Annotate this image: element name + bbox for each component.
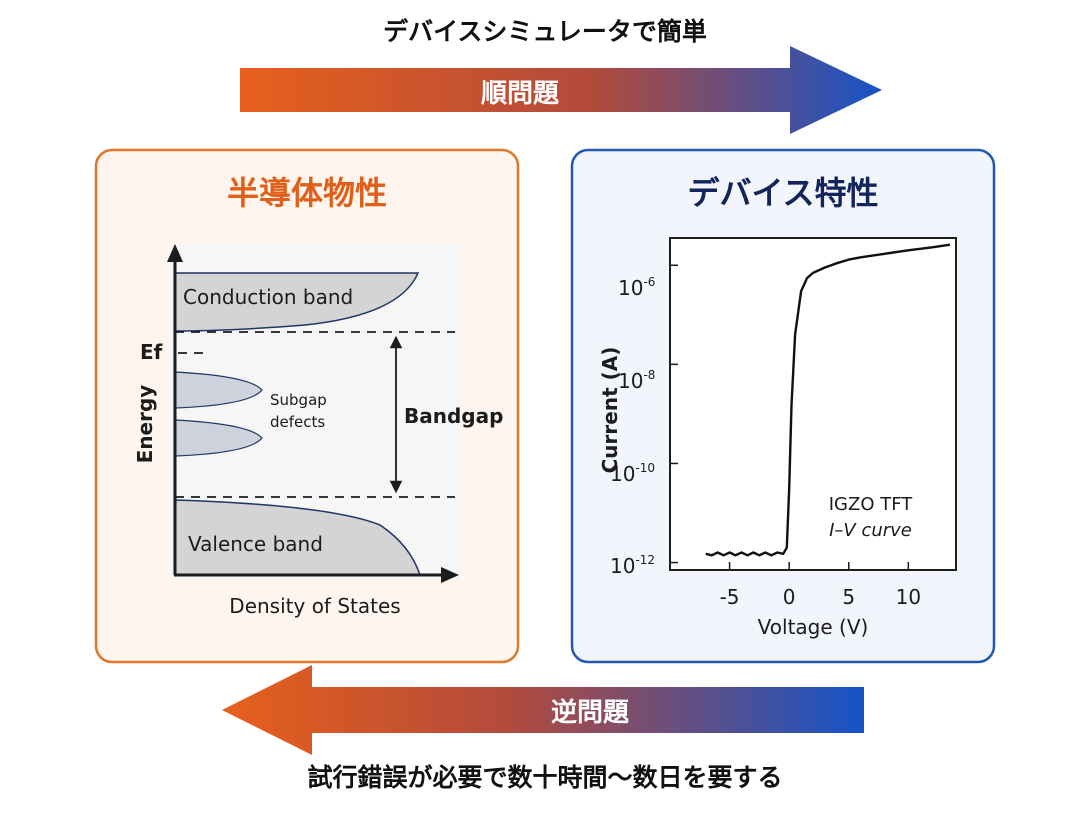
y-tick-label: 10-10 [610, 461, 656, 486]
iv-annotation-line1: IGZO TFT [828, 494, 913, 515]
band-y-axis-arrowhead [167, 244, 183, 262]
x-tick-label: -5 [719, 585, 740, 609]
subgap-label-line1: Subgap [270, 391, 327, 409]
band-x-axis-arrowhead [441, 567, 459, 583]
conduction-band-shape [174, 272, 420, 332]
inverse-arrow [222, 665, 864, 755]
iv-ticks [670, 264, 910, 570]
valence-band-label: Valence band [188, 532, 323, 556]
x-tick-label: 10 [895, 585, 922, 609]
forward-arrow [240, 46, 882, 134]
energy-axis-label: Energy [133, 384, 157, 464]
right-panel-title: デバイス特性 [687, 174, 879, 212]
inverse-arrow-label: 逆問題 [550, 698, 629, 728]
y-tick-label: 10-12 [610, 553, 656, 578]
subgap-label-line2: defects [270, 413, 326, 431]
x-tick-label: 5 [842, 585, 856, 609]
top-caption: デバイスシミュレータで簡単 [383, 17, 707, 46]
voltage-axis-label: Voltage (V) [757, 615, 869, 639]
x-tick-label: 0 [782, 585, 796, 609]
left-panel-title: 半導体物性 [226, 174, 387, 212]
fermi-level-label: Ef [140, 340, 163, 364]
bandgap-label: Bandgap [404, 404, 504, 428]
iv-plot-frame [669, 237, 957, 571]
subgap-defect-upper [174, 371, 263, 409]
y-tick-label: 10-8 [618, 368, 656, 393]
iv-annotation-line2: I–V curve [829, 520, 912, 541]
forward-arrow-label: 順問題 [480, 79, 559, 109]
dos-axis-label: Density of States [229, 594, 401, 618]
iv-curve-series [705, 243, 951, 557]
conduction-band-label: Conduction band [183, 285, 354, 309]
bottom-caption: 試行錯誤が必要で数十時間〜数日を要する [307, 763, 783, 792]
current-axis-label: Current (A) [598, 346, 622, 474]
valence-band-shape [174, 499, 422, 576]
subgap-defect-lower [174, 419, 263, 457]
y-tick-label: 10-6 [618, 275, 656, 300]
